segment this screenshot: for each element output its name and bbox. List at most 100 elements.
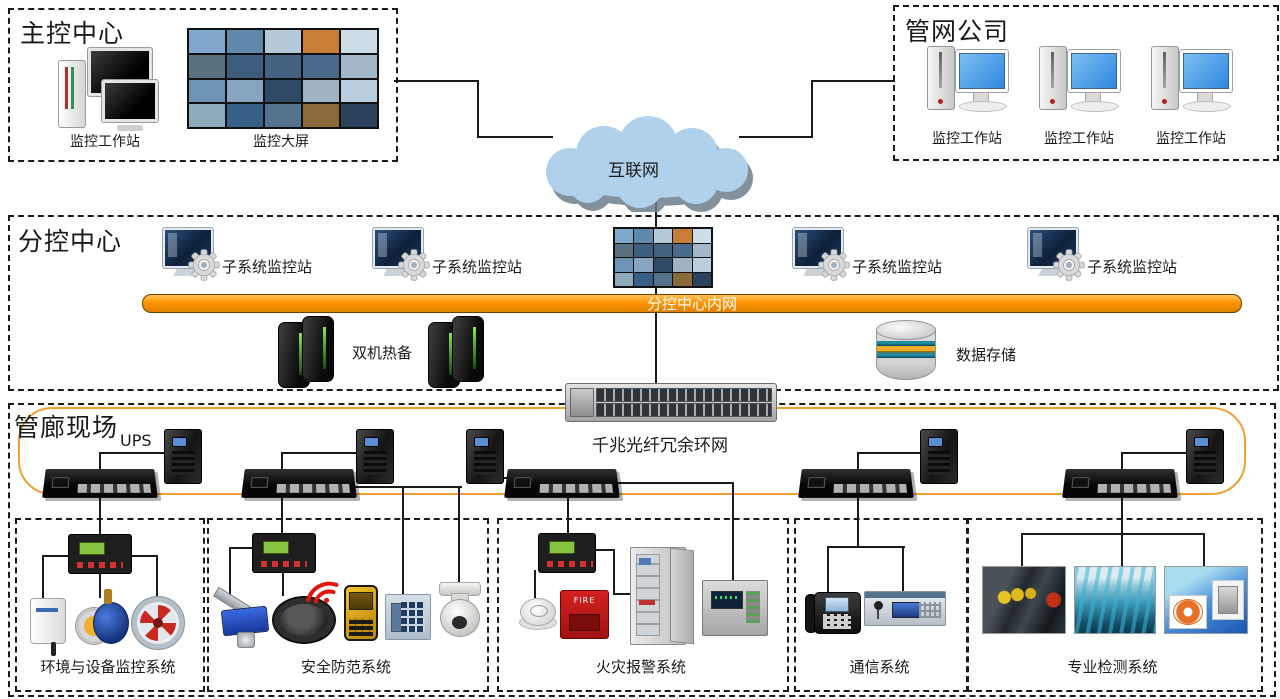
fire-control-cabinet-icon (630, 547, 694, 645)
workstation-label: 监控工作站 (70, 134, 140, 150)
videowall-cell (653, 243, 673, 257)
videowall-cell (615, 243, 634, 257)
detection-system-box (966, 518, 1263, 692)
detector-camera (237, 632, 255, 648)
videowall-cell (227, 104, 263, 127)
intrusion-detector-icon (212, 586, 270, 648)
camera-dome (440, 599, 480, 637)
monitor-icon (1067, 49, 1121, 93)
videowall-cell (303, 79, 339, 103)
detection-equipment-photo (1164, 566, 1248, 634)
fire-alarm-panel-icon (702, 580, 768, 636)
videowall-cell (673, 229, 692, 243)
company-workstation-icon (1149, 46, 1233, 118)
connector-line (857, 452, 859, 472)
database-icon (876, 320, 936, 382)
videowall-cell (227, 30, 263, 53)
connector-line (902, 546, 904, 594)
gear-icon (397, 248, 431, 282)
hot-standby-server-icon (428, 316, 486, 388)
pipe-company-box (893, 5, 1279, 161)
videowall-cell (673, 272, 692, 286)
fire-alarm-button-icon: FIRE (560, 590, 609, 639)
videowall-cell (341, 104, 377, 127)
gear-icon (1052, 248, 1086, 282)
cable-coil-inset (1169, 595, 1207, 629)
system-label: 火灾报警系统 (595, 658, 686, 676)
connector-line (99, 496, 101, 538)
field-controller-icon (1062, 469, 1178, 498)
videowall-cell (634, 229, 653, 243)
company-workstation-icon (1037, 46, 1121, 118)
connector-line (567, 496, 569, 536)
ups-label: UPS (120, 431, 152, 450)
videowall-cell (341, 54, 377, 78)
tunnel-site-title: 管廊现场 (14, 413, 119, 442)
videowall-cell (692, 272, 711, 286)
connector-line (1121, 452, 1123, 472)
videowall-cell (615, 229, 634, 243)
connector-line (655, 283, 657, 386)
connector-line (352, 486, 462, 488)
connector-line (229, 547, 231, 601)
cabinet-rack (636, 554, 660, 636)
hot-standby-label: 双机热备 (352, 344, 413, 362)
connector-line (739, 136, 813, 138)
connector-line (618, 482, 734, 484)
connector-line (498, 477, 512, 479)
broadcast-amplifier-icon (864, 591, 946, 626)
videowall-cell (227, 54, 263, 78)
connector-line (732, 482, 734, 584)
screen (1071, 53, 1117, 89)
screen (959, 53, 1005, 89)
ring-network-label: 千兆光纤冗余环网 (592, 436, 728, 456)
fire-text: FIRE (573, 596, 596, 605)
ups-tower-icon (466, 429, 504, 484)
cabinet-screen (639, 558, 651, 565)
videowall-label: 监控大屏 (253, 134, 309, 150)
amp-top-strip (865, 592, 945, 598)
valve-icon (76, 589, 129, 650)
videowall-cell (227, 79, 263, 103)
pc-tower-icon (1151, 46, 1179, 110)
ups-tower-icon (1186, 429, 1224, 484)
connector-line (1021, 533, 1023, 569)
main-control-center-title: 主控中心 (20, 19, 125, 48)
panel-screen (711, 591, 743, 609)
connector-line (613, 549, 615, 595)
connector-line (827, 546, 829, 596)
alarm-window (569, 614, 600, 631)
connector-line (99, 452, 167, 454)
main-control-center-box (8, 8, 398, 162)
monitor-icon (1179, 49, 1233, 93)
security-system-box (207, 518, 489, 692)
wifi-signal-icon (291, 559, 350, 617)
axial-fan-icon (131, 596, 185, 650)
system-label: 安全防范系统 (300, 658, 391, 676)
gear-icon (817, 248, 851, 282)
workstation-label: 监控工作站 (1156, 131, 1226, 147)
field-controller-icon (798, 469, 914, 498)
fire-alarm-system-box (497, 518, 789, 692)
pc-tower-icon (1039, 46, 1067, 110)
access-keypad-icon (385, 594, 431, 640)
pc-tower-icon (58, 60, 86, 128)
monitor-base (1183, 101, 1231, 112)
connector-line (1203, 533, 1205, 569)
connector-line (126, 555, 158, 557)
videowall-cell (265, 30, 301, 53)
connector-line (281, 496, 283, 536)
smoke-detector-icon (518, 597, 557, 631)
switch-ports (596, 403, 772, 417)
videowall-cell (189, 54, 225, 78)
videowall-cell (303, 54, 339, 78)
tunnel-photo (1074, 566, 1156, 634)
connector-line (229, 547, 271, 549)
videowall-cell (653, 258, 673, 272)
phone-keypad (823, 614, 851, 629)
tester-inset (1212, 580, 1244, 620)
field-controller-icon (42, 469, 158, 498)
fire-controller-panel-icon (538, 533, 596, 573)
monitor-icon (102, 80, 158, 122)
workstation-label: 监控工作站 (932, 131, 1002, 147)
